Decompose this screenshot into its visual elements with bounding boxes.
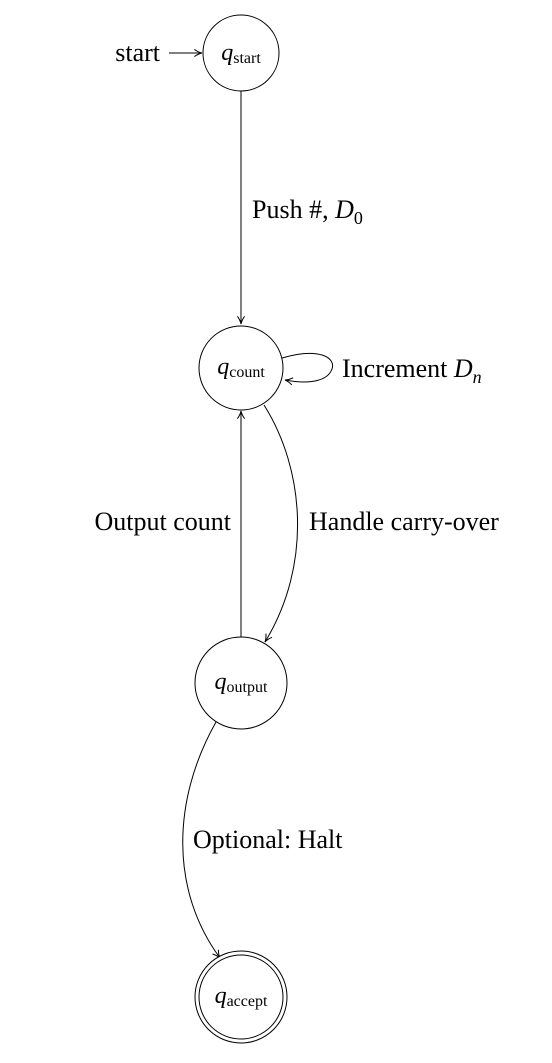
state-accept-inner-circle — [198, 954, 284, 1040]
initial-arrow: start — [115, 38, 203, 67]
edge-output-to-accept-label: Optional: Halt — [193, 825, 343, 854]
edge-output-to-count: Output count — [95, 410, 245, 637]
edge-count-self-loop: Increment Dn — [281, 353, 482, 387]
state-start-circle — [202, 14, 280, 92]
initial-label: start — [115, 38, 161, 67]
state-count-circle — [198, 325, 284, 411]
state-count-label: qcount — [217, 354, 265, 381]
state-accept-label: qaccept — [215, 983, 268, 1010]
edge-count-to-output-label: Handle carry-over — [309, 507, 499, 536]
self-loop-path — [281, 353, 334, 386]
state-start-label: qstart — [221, 40, 261, 67]
edge-output-to-accept: Optional: Halt — [182, 721, 343, 959]
state-output-label: qoutput — [215, 669, 268, 696]
state-output-circle — [194, 636, 288, 730]
edge-start-to-count-label: Push #, D0 — [252, 195, 363, 228]
edge-start-to-count: Push #, D0 — [237, 91, 363, 325]
edge-count-to-output-path — [263, 404, 299, 643]
state-output: qoutput — [194, 636, 288, 730]
edge-output-to-count-label: Output count — [95, 507, 232, 536]
state-start: qstart — [202, 14, 280, 92]
edge-output-to-accept-path — [182, 721, 221, 959]
edge-count-to-output: Handle carry-over — [263, 404, 499, 643]
state-accept: qaccept — [194, 950, 288, 1044]
edge-count-self-loop-label: Increment Dn — [342, 354, 482, 387]
state-count: qcount — [198, 325, 284, 411]
